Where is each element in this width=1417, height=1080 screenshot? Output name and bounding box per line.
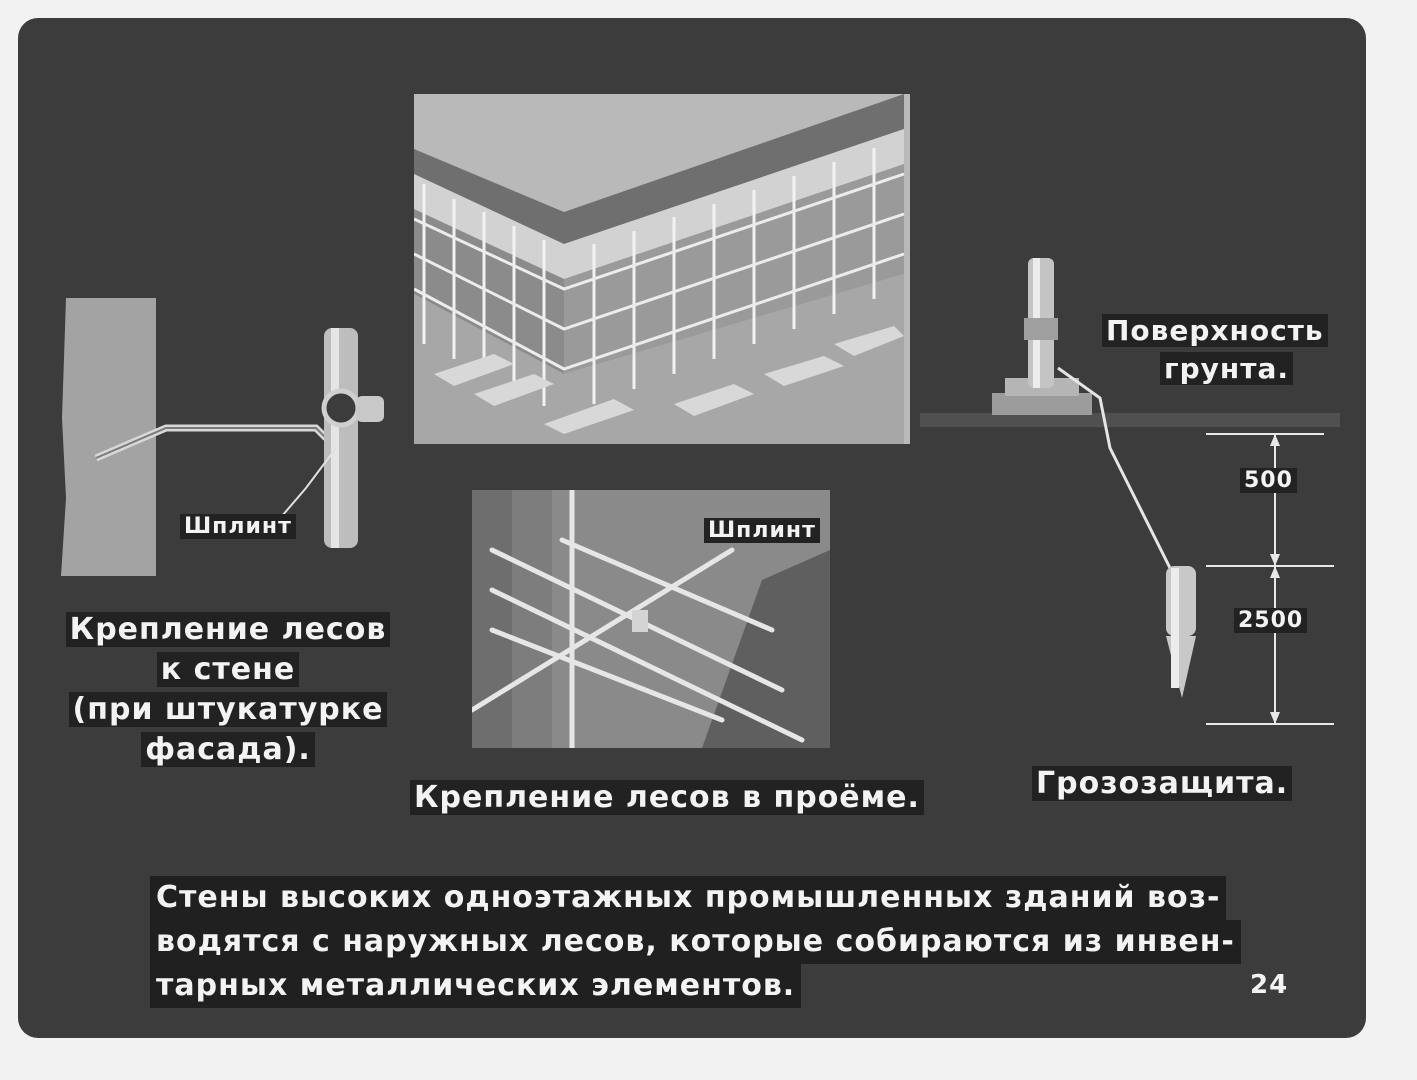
dimension-label-500: 500 (1240, 468, 1297, 493)
wall-fastening-illustration (61, 298, 384, 576)
slide-panel: Шплинт Шплинт Поверхность грунта. 500 25… (18, 18, 1366, 1038)
ground-surface-label-line1: Поверхность (1102, 314, 1328, 347)
lightning-protection-caption: Грозозащита. (1032, 766, 1293, 801)
body-text-line: водятся с наружных лесов, которые собира… (150, 920, 1241, 964)
page-number: 24 (1250, 970, 1289, 1000)
wall-fastening-caption-line: (при штукатурке (68, 692, 388, 727)
opening-fastening-caption: Крепление лесов в проёме. (410, 780, 924, 815)
body-text-line: тарных металлических элементов. (150, 964, 802, 1008)
cotter-pin-label-left: Шплинт (180, 514, 296, 539)
body-text: Стены высоких одноэтажных промышленных з… (150, 876, 1241, 1008)
lightning-protection-illustration (920, 258, 1340, 725)
wall-fastening-caption: Крепление лесов к стене (при штукатурке … (58, 610, 398, 770)
body-text-line: Стены высоких одноэтажных промышленных з… (150, 876, 1227, 920)
wall-fastening-caption-line: Крепление лесов (65, 612, 391, 647)
scaffolding-perspective-illustration (414, 94, 910, 444)
wall-fastening-caption-line: фасада). (141, 732, 315, 767)
ground-surface-label-line2: грунта. (1160, 352, 1294, 385)
cotter-pin-label-center: Шплинт (704, 518, 820, 543)
wall-fastening-caption-line: к стене (156, 652, 300, 687)
dimension-label-2500: 2500 (1234, 608, 1308, 633)
